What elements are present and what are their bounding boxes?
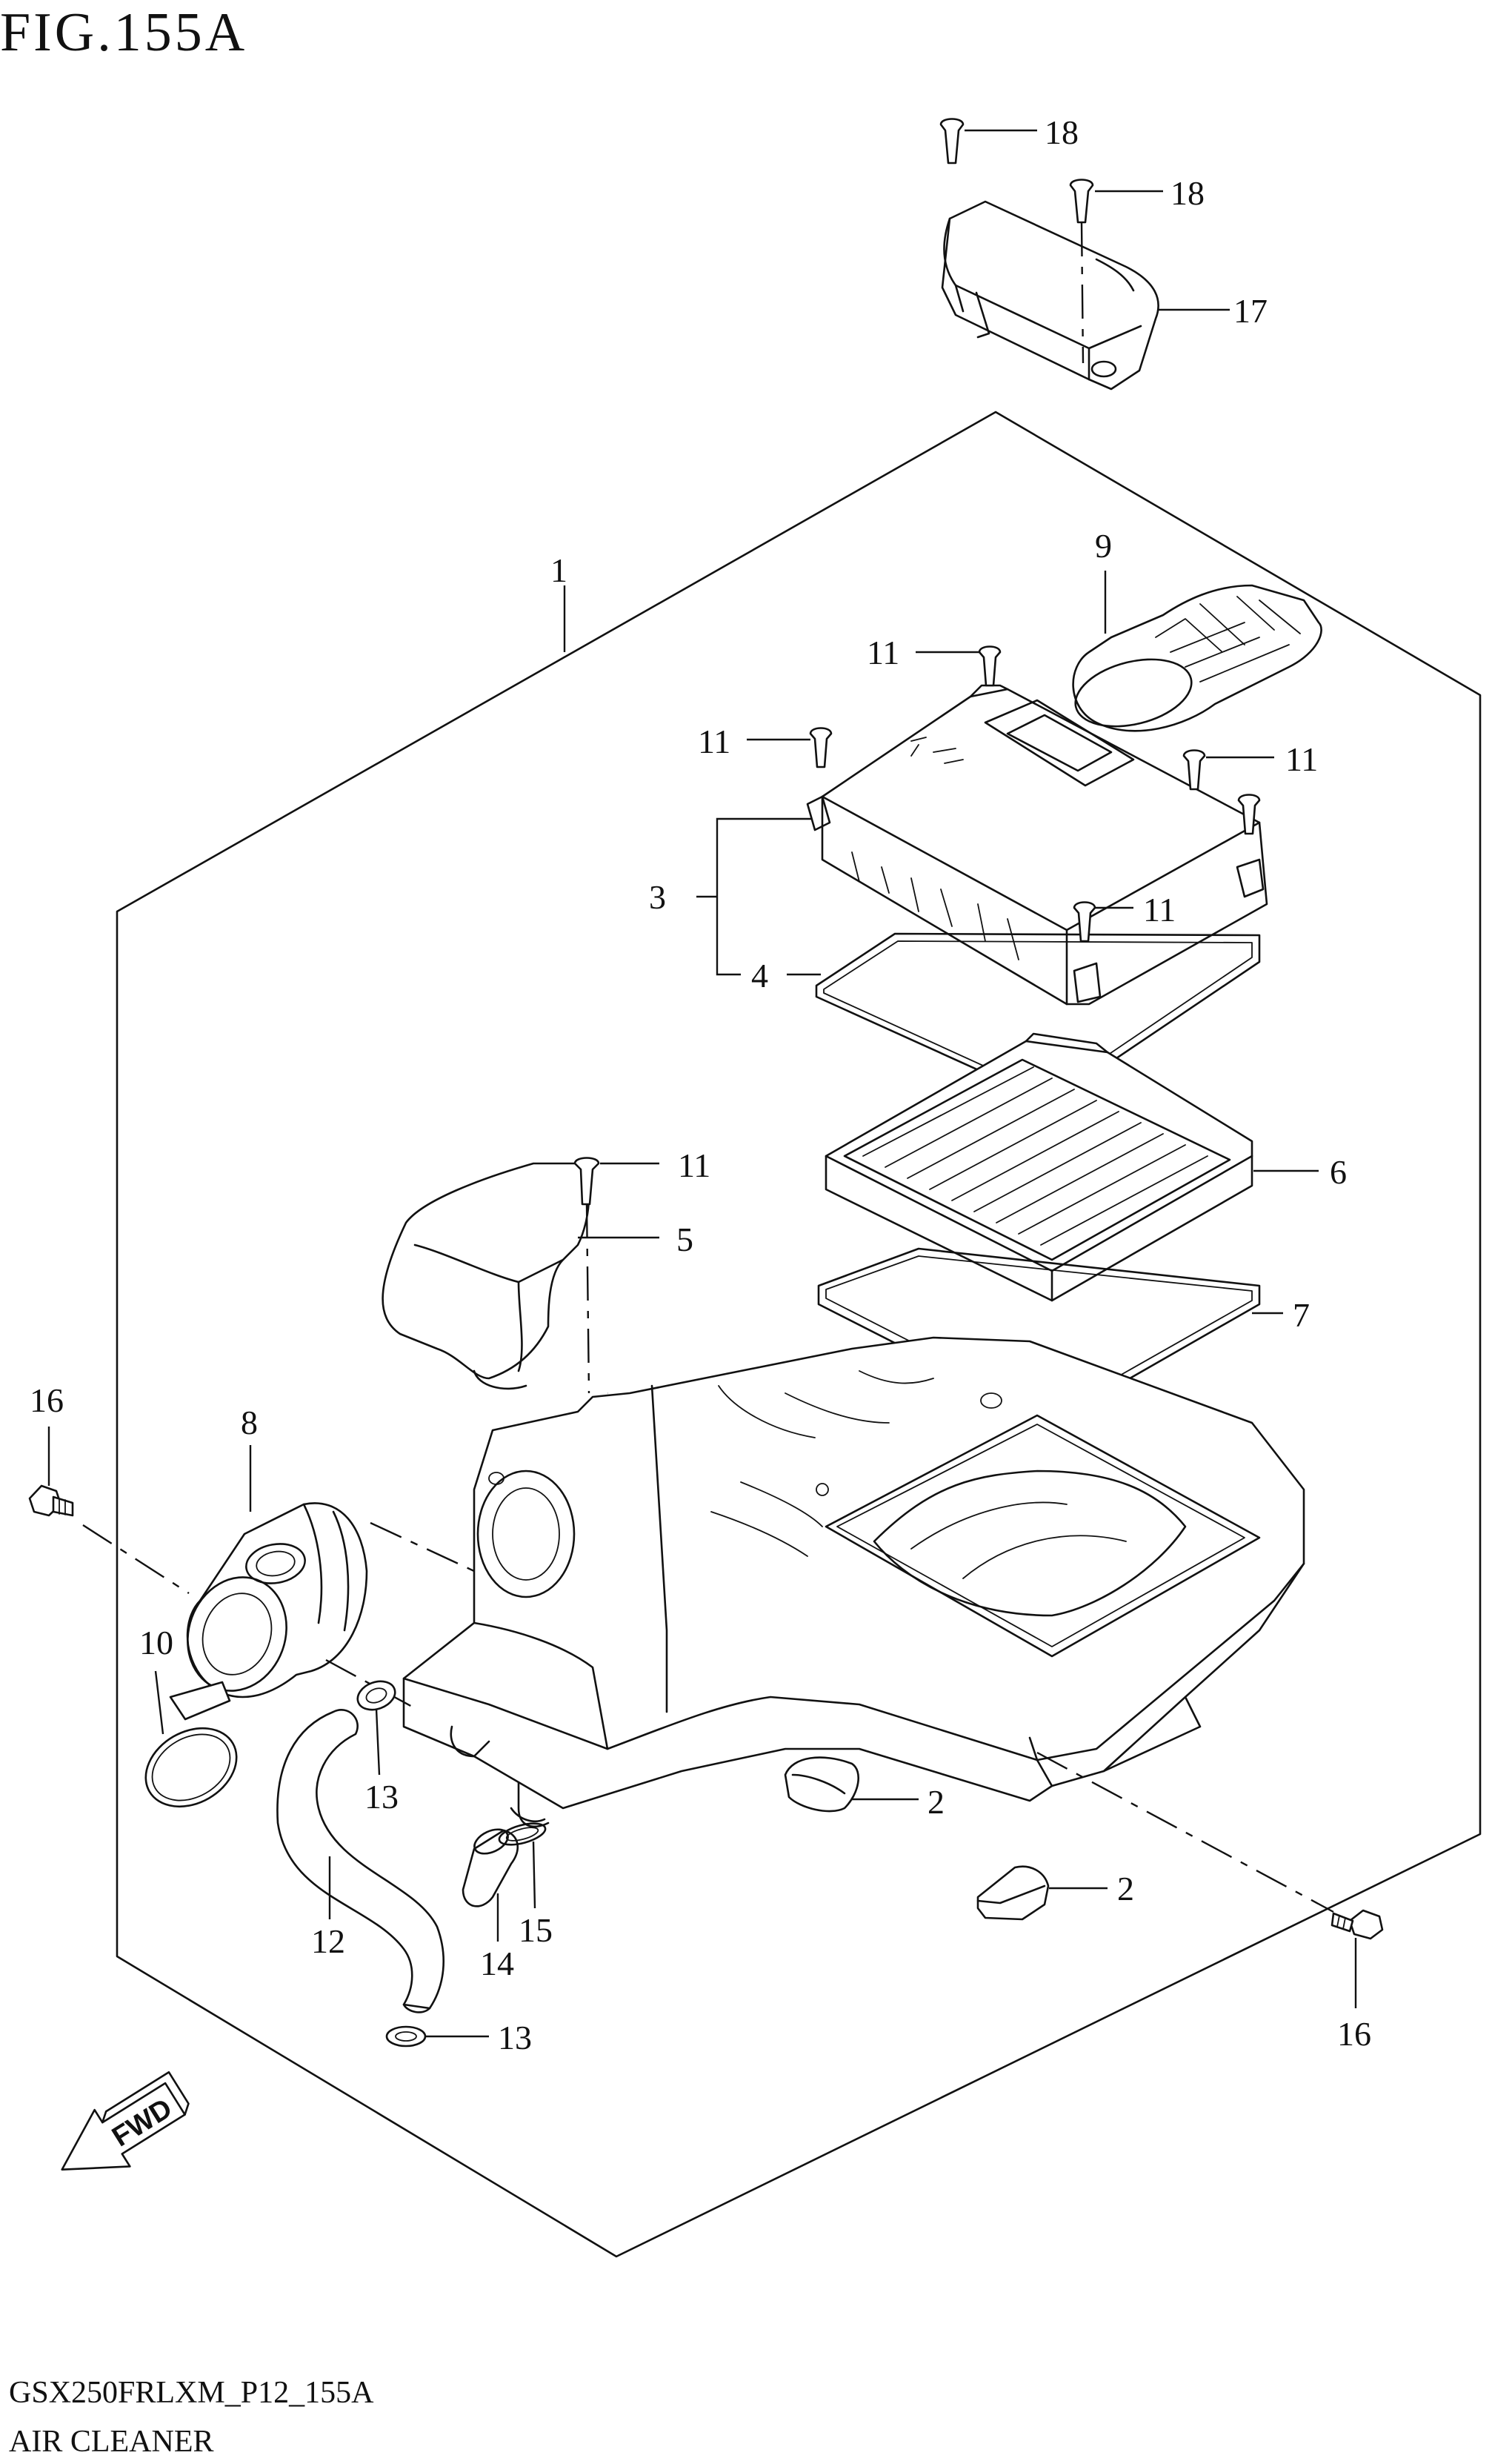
bolt-icon xyxy=(28,1484,74,1517)
callout-9: 9 xyxy=(1095,527,1112,565)
screw-icon xyxy=(573,1157,600,1206)
screw-icon xyxy=(1237,794,1261,835)
callout-7: 7 xyxy=(1293,1296,1310,1334)
callout-16: 16 xyxy=(1337,2015,1371,2053)
part-17-cover[interactable] xyxy=(941,200,1159,391)
footer-code: GSX250FRLXM_P12_155A xyxy=(9,2376,374,2410)
callout-11: 11 xyxy=(1285,740,1318,778)
callout-16: 16 xyxy=(30,1381,64,1419)
assembly-boundary xyxy=(116,411,1482,2258)
callout-17: 17 xyxy=(1233,292,1268,330)
callout-2: 2 xyxy=(927,1783,945,1821)
screw-icon xyxy=(939,118,965,165)
bolt-icon xyxy=(1331,1909,1384,1940)
callout-12: 12 xyxy=(311,1922,345,1960)
callout-8: 8 xyxy=(241,1404,258,1441)
callout-5: 5 xyxy=(676,1221,693,1258)
part-2-cap[interactable] xyxy=(976,1865,1050,1921)
screw-icon xyxy=(809,727,833,768)
callout-15: 15 xyxy=(519,1911,553,1949)
callout-13: 13 xyxy=(364,1778,399,1816)
part-4-cover-seal[interactable] xyxy=(815,932,1261,1104)
part-10-hose-clamp[interactable] xyxy=(132,1681,251,1822)
part-2-cap[interactable] xyxy=(784,1756,859,1813)
callout-6: 6 xyxy=(1330,1153,1347,1191)
figure-title: FIG.155A xyxy=(0,2,247,63)
callout-11: 11 xyxy=(867,634,899,671)
fwd-arrow-icon: FWD xyxy=(61,2071,190,2171)
callout-11: 11 xyxy=(698,723,730,760)
callout-11: 11 xyxy=(1143,891,1176,929)
callout-2: 2 xyxy=(1117,1870,1134,1907)
part-9-intake-duct[interactable] xyxy=(1068,584,1322,737)
footer-name: AIR CLEANER xyxy=(9,2425,214,2459)
callout-11: 11 xyxy=(678,1146,710,1184)
callout-10: 10 xyxy=(139,1624,173,1661)
screw-icon xyxy=(1069,179,1094,224)
part-12-drain-hose[interactable] xyxy=(276,1709,444,2013)
callout-18: 18 xyxy=(1045,113,1079,151)
part-8-intake-joint[interactable] xyxy=(172,1502,368,1704)
screw-icon xyxy=(978,645,1002,687)
screw-icon xyxy=(1182,749,1206,791)
screw-icon xyxy=(1073,901,1096,943)
part-13-clip[interactable] xyxy=(385,2025,427,2048)
part-7-filter-seal[interactable] xyxy=(817,1247,1261,1424)
air-cleaner-case[interactable] xyxy=(402,1336,1305,1828)
callout-14: 14 xyxy=(480,1945,514,1982)
part-15-clip[interactable] xyxy=(497,1819,547,1849)
part-3-cleaner-cover[interactable] xyxy=(806,684,1268,1006)
part-5-duct-piece[interactable] xyxy=(382,1162,590,1390)
part-6-filter-element[interactable] xyxy=(825,1032,1253,1302)
callout-13: 13 xyxy=(498,2019,532,2056)
callout-18: 18 xyxy=(1170,174,1205,212)
callout-4: 4 xyxy=(751,957,768,994)
part-14-drain-plug[interactable] xyxy=(462,1824,519,1907)
callout-3: 3 xyxy=(649,878,666,916)
part-13-clip[interactable] xyxy=(353,1676,399,1715)
callout-1: 1 xyxy=(550,551,567,589)
